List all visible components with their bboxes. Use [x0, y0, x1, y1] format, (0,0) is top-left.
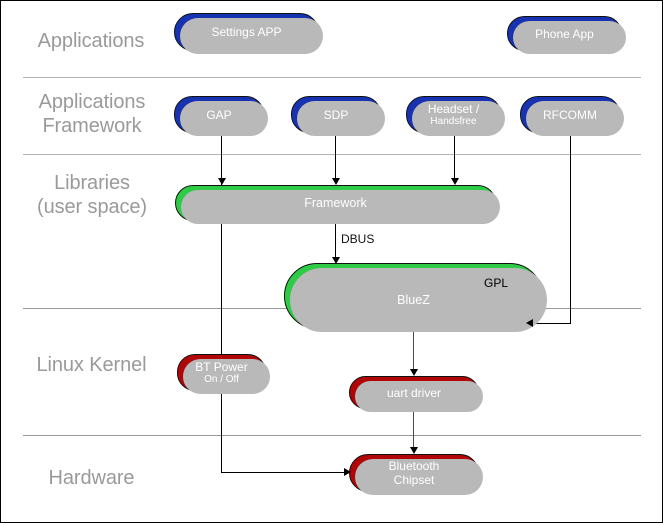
node-label: Phone App [535, 26, 594, 41]
edge-label-dbus: DBUS [341, 232, 375, 246]
node-settings-app[interactable]: Settings APP [174, 13, 323, 54]
node-shadow [180, 101, 268, 136]
layer-label-libraries: Libraries (user space) [37, 172, 147, 218]
node-label: BT Power [195, 359, 248, 374]
node-sublabel: Chipset [393, 473, 435, 487]
edge-power-to-chipset-arrowhead [344, 468, 351, 476]
edge-rfcomm-to-bluez-arrowhead [526, 319, 533, 327]
node-label: Bluetooth [388, 459, 440, 473]
node-label: Settings APP [211, 25, 282, 39]
node-label: GAP [206, 107, 232, 122]
edge-sdp-to-framework-arrowhead [332, 178, 340, 185]
node-sdp[interactable]: SDP [291, 96, 385, 136]
edge-power-to-chipset-vertical [221, 179, 222, 472]
node-shadow [355, 459, 483, 495]
divider-applications [23, 77, 641, 78]
node-label: Headset / [427, 101, 480, 116]
layer-label-applications-framework: Applications Framework [38, 91, 146, 137]
edge-rfcomm-to-bluez-vertical [570, 133, 571, 324]
node-rfcomm[interactable]: RFCOMM [520, 96, 624, 136]
edge-sdp-to-framework [335, 133, 336, 179]
edge-bluez-to-uart-arrowhead [410, 369, 418, 376]
node-framework[interactable]: Framework [175, 185, 500, 224]
node-gap[interactable]: GAP [174, 96, 268, 136]
node-shadow [297, 101, 385, 136]
divider-applications-framework [23, 154, 641, 155]
node-label: RFCOMM [543, 107, 597, 122]
node-label: Framework [304, 195, 367, 210]
node-shadow [290, 268, 547, 332]
node-shadow [180, 18, 323, 54]
node-bt-power[interactable]: BT Power On / Off [177, 354, 270, 394]
layer-label-hardware: Hardware [48, 467, 135, 489]
edge-framework-to-bluez-arrowhead [332, 257, 340, 264]
node-uart-driver[interactable]: uart driver [349, 376, 483, 412]
node-phone-app[interactable]: Phone App [507, 16, 626, 54]
node-shadow [526, 101, 624, 136]
node-shadow [183, 359, 270, 394]
node-sublabel: Handsfree [430, 115, 477, 127]
node-license-note: GPL [483, 276, 508, 290]
edge-gap-to-framework-arrowhead [218, 178, 226, 185]
node-shadow [412, 101, 505, 136]
edge-headset-to-framework [454, 133, 455, 179]
node-shadow [181, 190, 500, 224]
edge-bluez-to-uart [413, 323, 414, 370]
node-sublabel: On / Off [204, 373, 239, 385]
node-shadow [513, 21, 626, 54]
layer-label-applications: Applications [37, 30, 145, 52]
edge-gap-to-framework [221, 133, 222, 179]
edge-power-to-chipset-horizontal [221, 472, 345, 473]
node-label: BlueZ [397, 292, 430, 307]
node-shadow [355, 381, 483, 412]
edge-headset-to-framework-arrowhead [451, 178, 459, 185]
node-label: uart driver [386, 385, 442, 400]
edge-uart-to-chipset [413, 408, 414, 448]
layer-label-linux-kernel: Linux Kernel [36, 354, 147, 376]
node-bluez[interactable]: GPL BlueZ [284, 263, 547, 332]
divider-linux-kernel [23, 435, 641, 436]
node-bluetooth-chipset[interactable]: Bluetooth Chipset [349, 454, 483, 495]
node-label: SDP [323, 107, 349, 122]
edge-framework-to-bluez [335, 220, 336, 258]
edge-uart-to-chipset-arrowhead [410, 447, 418, 454]
edge-rfcomm-to-bluez-horizontal [532, 323, 571, 324]
node-headset-handsfree[interactable]: Headset / Handsfree [406, 96, 505, 136]
